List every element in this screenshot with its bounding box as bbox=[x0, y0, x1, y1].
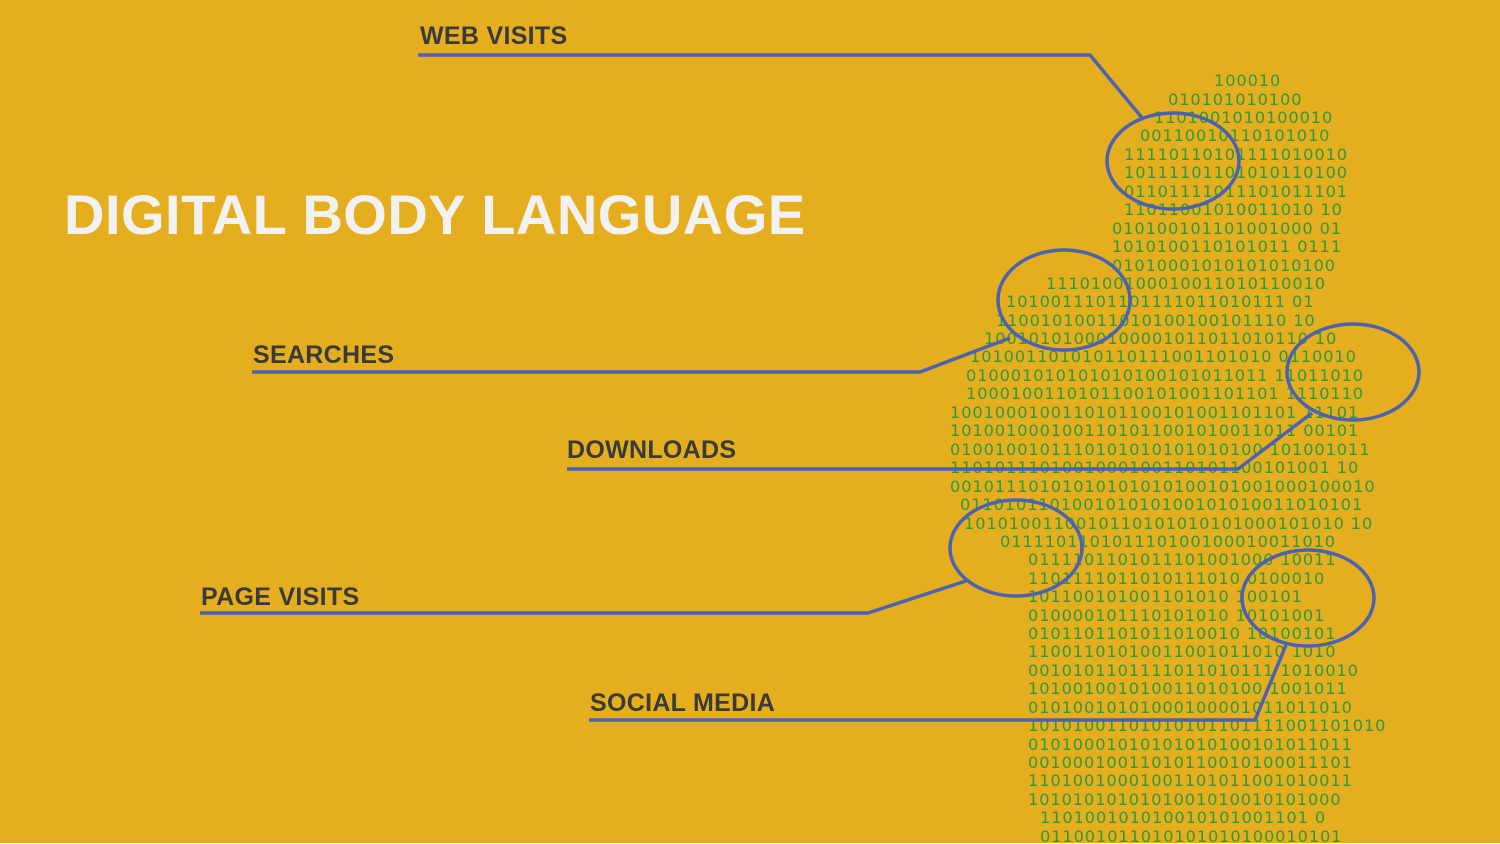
binary-row: 011110110101110100100010011010 bbox=[1000, 532, 1336, 551]
binary-row: 00100010011010110010100011101 bbox=[1028, 753, 1353, 772]
page-visits-connector bbox=[200, 579, 967, 615]
binary-row: 10010101000100001011011010110 10 bbox=[984, 329, 1338, 348]
web-visits-connector bbox=[418, 53, 1145, 121]
binary-row: 01010001010101010100 bbox=[1112, 256, 1336, 275]
binary-row: 00101110101010101010100101001000100010 bbox=[950, 477, 1376, 496]
binary-row: 011010110100101010100101010011010101 bbox=[960, 495, 1364, 514]
downloads-connector bbox=[567, 411, 1314, 471]
downloads-circle bbox=[1285, 322, 1421, 422]
binary-row: 1000100110101100101001101101 1110110 bbox=[966, 384, 1365, 403]
label-page-visits: PAGE VISITS bbox=[201, 583, 360, 611]
binary-row: 01101111011101011101 bbox=[1124, 182, 1348, 201]
binary-row: 11010010001001101011001010011 bbox=[1028, 771, 1353, 790]
binary-row: 1110100100010011010110010 bbox=[1046, 274, 1326, 293]
binary-row: 1010010001001101011001010011011 00101 bbox=[950, 421, 1360, 440]
page-title: DIGITAL BODY LANGUAGE bbox=[64, 183, 806, 246]
binary-row: 010001010101010100101011011 11011010 bbox=[966, 366, 1365, 385]
binary-row: 01010010101000100001011011010 bbox=[1028, 698, 1353, 717]
social-media-connector bbox=[589, 644, 1288, 722]
social-media-circle bbox=[1240, 548, 1376, 648]
web-visits-circle bbox=[1105, 111, 1241, 211]
binary-row: 11110110101111010010 bbox=[1124, 145, 1348, 164]
binary-row: 11001101010011001011010 1010 bbox=[1028, 642, 1337, 661]
binary-row: 0100100101110101010101010100 101001011 bbox=[950, 440, 1371, 459]
binary-row: 101100101001101010 100101 bbox=[1028, 587, 1303, 606]
binary-row: 010101010100 bbox=[1168, 90, 1303, 109]
label-web-visits: WEB VISITS bbox=[420, 22, 568, 50]
binary-row: 010100101101001000 01 bbox=[1112, 219, 1343, 238]
binary-row: 11011001010011010 10 bbox=[1124, 200, 1343, 219]
binary-row: 1010100110101011 0111 bbox=[1112, 237, 1343, 256]
binary-row: 11001010011010100100101110 10 bbox=[996, 311, 1316, 330]
binary-row: 00110010110101010 bbox=[1140, 126, 1331, 145]
binary-row: 110100101010010101001101 0 bbox=[1040, 808, 1327, 827]
label-downloads: DOWNLOADS bbox=[567, 436, 737, 464]
binary-row: 100010 bbox=[1214, 71, 1282, 90]
binary-row: 1101001010100010 bbox=[1154, 108, 1334, 127]
binary-row: 011001011010101010100010101 bbox=[1040, 827, 1343, 844]
page-visits-circle bbox=[948, 498, 1084, 598]
label-social-media: SOCIAL MEDIA bbox=[590, 689, 776, 717]
label-searches: SEARCHES bbox=[253, 341, 395, 369]
binary-row: 1001000100110101100101001101101 11101 bbox=[950, 403, 1360, 422]
searches-connector bbox=[252, 336, 1011, 374]
searches-circle bbox=[996, 248, 1132, 352]
binary-row: 1010101010101001010010101000 bbox=[1028, 790, 1342, 809]
binary-row: 1010011101101111011010111 01 bbox=[1006, 292, 1315, 311]
binary-row: 01010001010101010100101011011 bbox=[1028, 735, 1353, 754]
binary-row: 101001101010110111001101010 0110010 bbox=[970, 347, 1357, 366]
